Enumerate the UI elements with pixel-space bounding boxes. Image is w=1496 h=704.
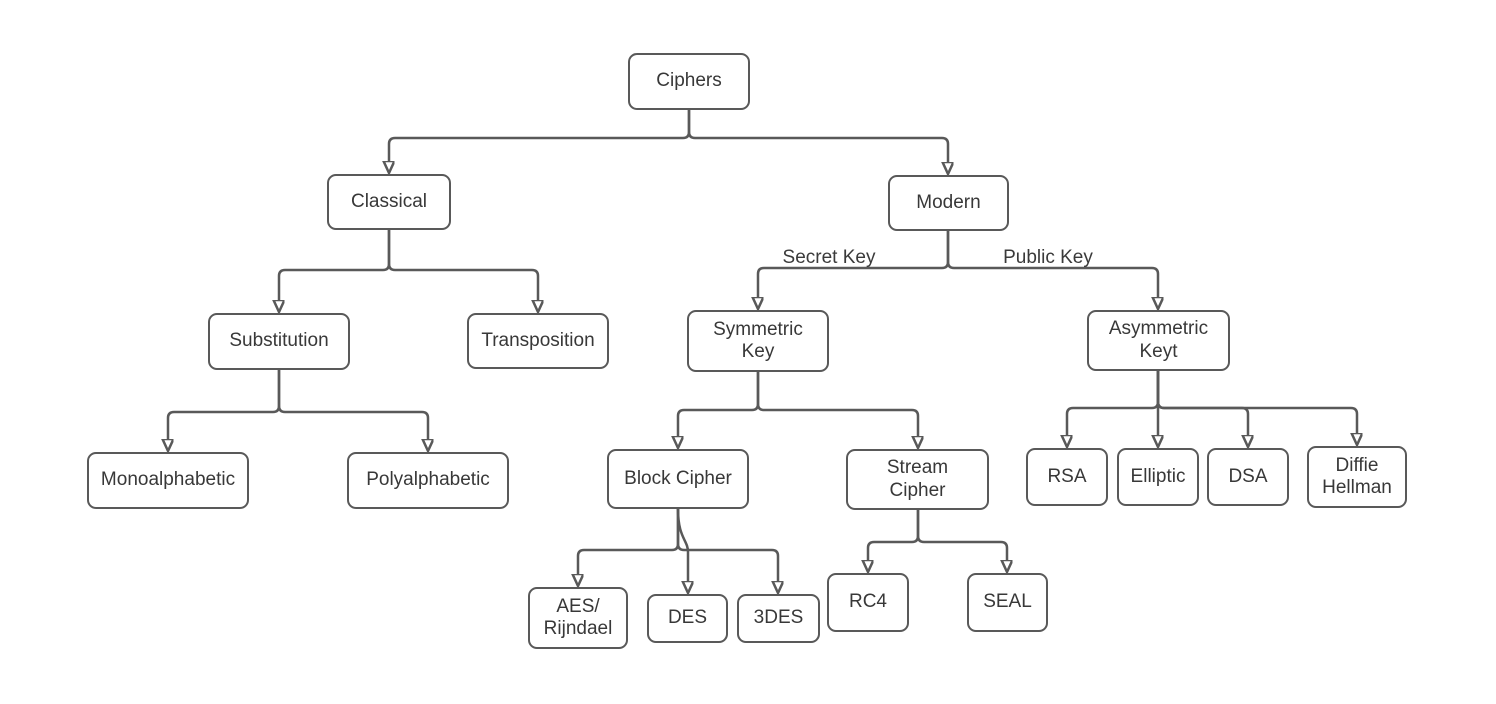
edge-classical-substitution [279,230,391,300]
edge-label-public-key: Public Key [1003,247,1093,268]
node-asymmetric-key[interactable]: Asymmetric Keyt [1087,310,1230,371]
edge-symmetric-stream-cipher [756,372,918,436]
edge-asymmetric-diffie-hellman [1156,371,1357,433]
edge-ciphers-modern [687,110,948,162]
edge-classical-transposition [387,230,538,300]
node-elliptic[interactable]: Elliptic [1117,448,1199,506]
node-transposition[interactable]: Transposition [467,313,609,369]
edge-stream-rc4 [868,510,920,560]
edge-substitution-monoalphabetic [168,370,281,439]
edge-asymmetric-rsa [1067,371,1160,435]
edge-label-secret-key: Secret Key [782,247,876,268]
node-block-cipher[interactable]: Block Cipher [607,449,749,509]
node-des[interactable]: DES [647,594,728,643]
node-seal[interactable]: SEAL [967,573,1048,632]
edge-stream-seal [916,510,1007,560]
edge-ciphers-classical [389,110,691,161]
edge-block-3des [676,509,778,581]
node-ciphers[interactable]: Ciphers [628,53,750,110]
edge-block-aes [578,509,680,574]
node-diffie-hellman[interactable]: Diffie Hellman [1307,446,1407,508]
node-aes-rijndael[interactable]: AES/ Rijndael [528,587,628,649]
node-polyalphabetic[interactable]: Polyalphabetic [347,452,509,509]
node-stream-cipher[interactable]: Stream Cipher [846,449,989,510]
edge-substitution-polyalphabetic [277,370,428,439]
edge-modern-asymmetric-key [946,231,1158,297]
node-symmetric-key[interactable]: Symmetric Key [687,310,829,372]
edge-asymmetric-dsa [1156,371,1248,435]
node-modern[interactable]: Modern [888,175,1009,231]
node-rc4[interactable]: RC4 [827,573,909,632]
node-monoalphabetic[interactable]: Monoalphabetic [87,452,249,509]
node-classical[interactable]: Classical [327,174,451,230]
node-dsa[interactable]: DSA [1207,448,1289,506]
node-rsa[interactable]: RSA [1026,448,1108,506]
edge-block-des [676,508,688,581]
node-3des[interactable]: 3DES [737,594,820,643]
edge-symmetric-block-cipher [678,372,760,436]
node-substitution[interactable]: Substitution [208,313,350,370]
